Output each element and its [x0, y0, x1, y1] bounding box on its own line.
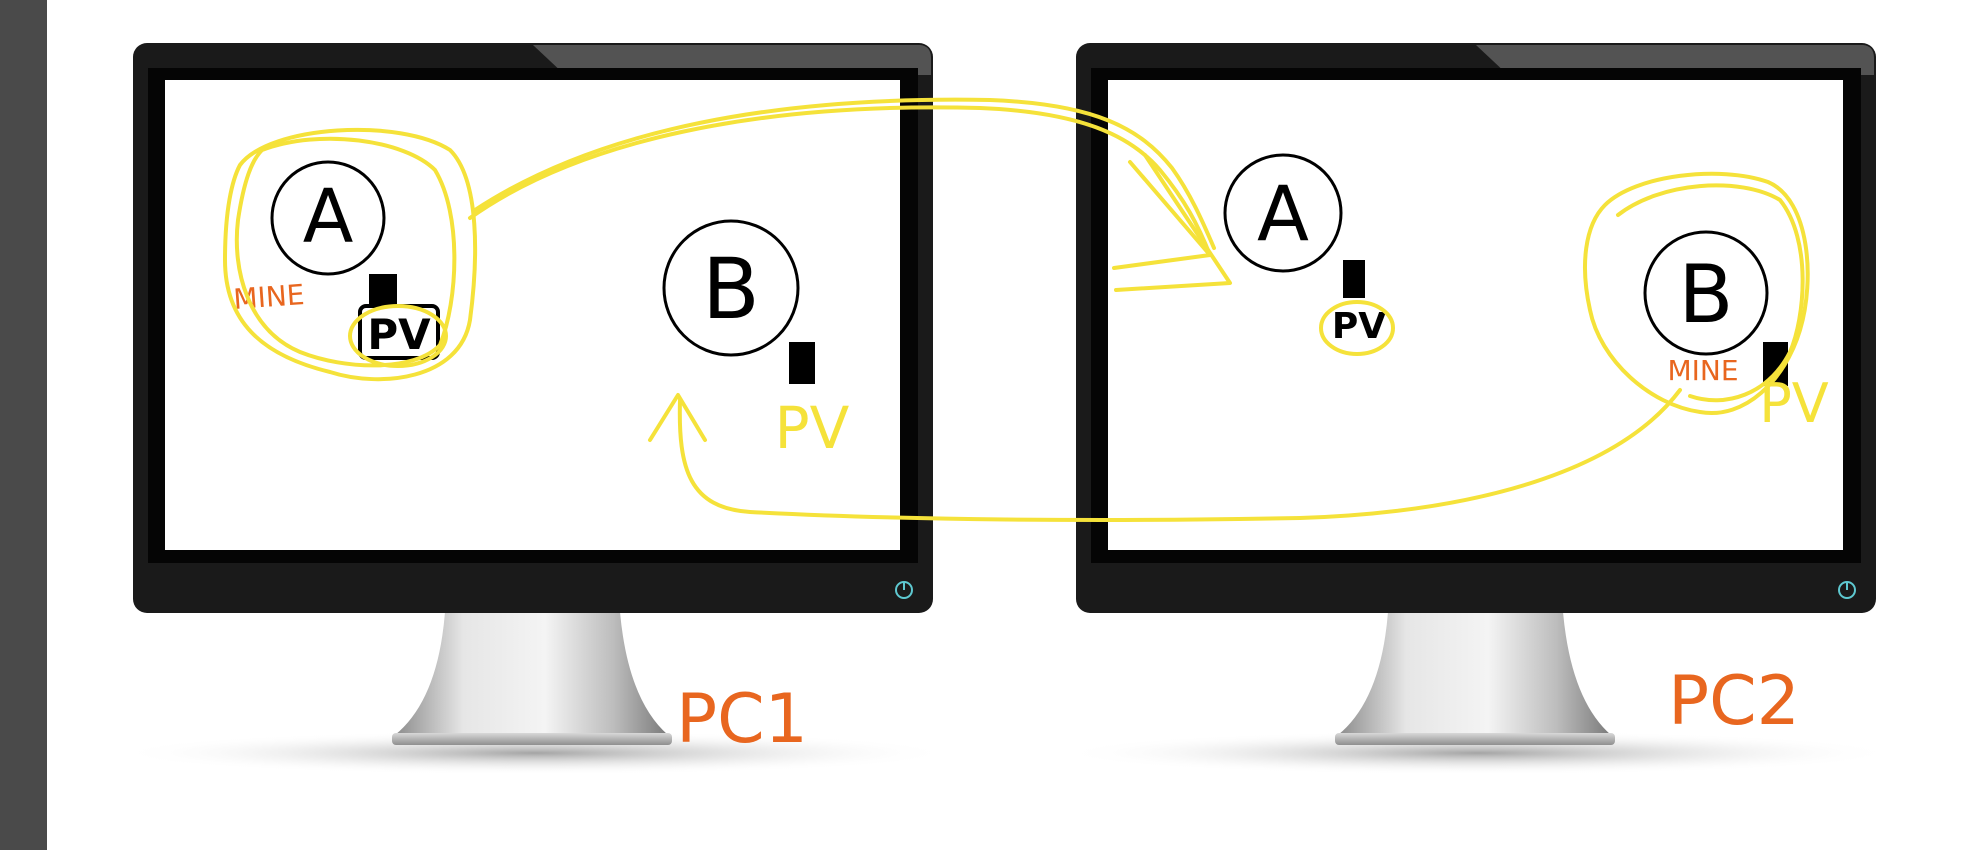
monitor-screen	[165, 80, 900, 550]
pv-block	[1343, 260, 1365, 298]
node-a-circle	[1223, 153, 1343, 273]
monitor-pc2	[1058, 43, 1898, 775]
pc-label: PC1	[676, 680, 808, 759]
power-icon	[895, 581, 913, 599]
monitor-pc1	[115, 43, 955, 775]
highlight-arrow-pc2-to-pc1	[677, 388, 1682, 522]
highlight-circle-pv-pc1	[348, 304, 448, 368]
highlight-annotations	[223, 97, 1810, 522]
monitor-stand-base	[1335, 733, 1615, 745]
pv-block	[369, 274, 397, 306]
monitor-screen	[1108, 80, 1843, 550]
monitor-bezel-highlight	[533, 45, 931, 75]
pv-label: PV	[367, 310, 431, 359]
highlight-loop-a-pc1-inner	[234, 136, 457, 368]
node-b-letter: B	[702, 240, 760, 338]
node-b-letter: B	[1679, 248, 1734, 341]
node-b-circle	[662, 219, 800, 357]
monitor-stand-base	[392, 733, 672, 745]
highlight-arrow-pc1-to-pc2-double	[473, 97, 1216, 250]
pv-label: PV	[1332, 306, 1386, 347]
left-sidebar-bar	[0, 0, 47, 850]
power-icon	[1838, 581, 1856, 599]
highlight-arrow-pc1-to-pc2	[468, 105, 1212, 257]
monitor-shadow	[115, 731, 955, 775]
monitor-bezel-highlight	[1476, 45, 1874, 75]
pc-label: PC2	[1668, 662, 1800, 741]
pv-block	[789, 342, 815, 384]
highlight-loop-b-pc2-inner	[1616, 183, 1805, 403]
highlight-loop-a-pc1	[223, 127, 478, 382]
highlight-arrow-head	[648, 393, 707, 442]
mine-tag: MINE	[1667, 354, 1738, 387]
node-b-circle	[1643, 230, 1769, 356]
pv-label: PV	[775, 394, 850, 462]
monitor-stand	[395, 612, 668, 735]
monitor-shadow	[1058, 731, 1898, 775]
node-a-letter: A	[1257, 169, 1309, 258]
highlight-loop-b-pc2	[1583, 171, 1810, 416]
monitor-stand	[1338, 612, 1611, 735]
node-a-circle	[270, 160, 386, 276]
node-a-letter: A	[303, 174, 354, 260]
highlight-arrow-head-double	[1114, 153, 1232, 292]
highlight-circle-pv-pc2	[1319, 300, 1395, 356]
